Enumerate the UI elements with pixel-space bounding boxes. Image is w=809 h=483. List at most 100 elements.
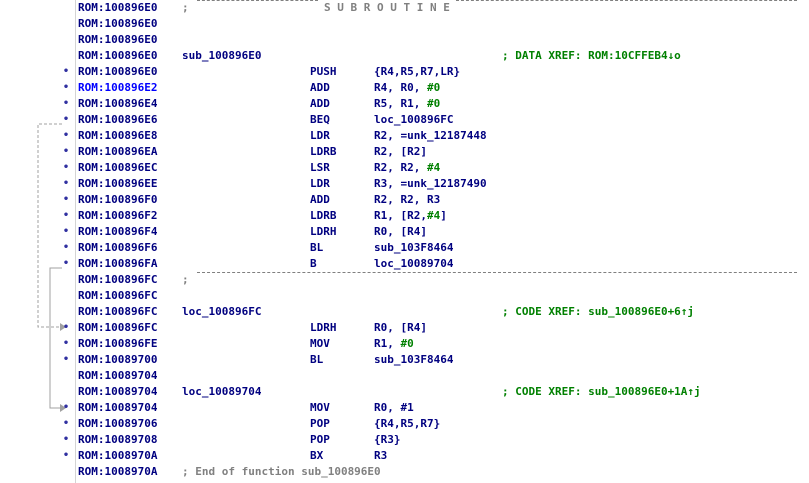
operands[interactable]: R3, =unk_12187490 xyxy=(374,176,487,192)
operands[interactable]: R2, R2, R3 xyxy=(374,192,440,208)
mnemonic[interactable]: BL xyxy=(310,241,324,254)
address[interactable]: ROM:100896E8 xyxy=(78,129,158,142)
address[interactable]: ROM:1008970A xyxy=(78,449,158,462)
address[interactable]: ROM:100896FA xyxy=(78,257,158,270)
operands[interactable]: {R4,R5,R7,LR} xyxy=(374,64,460,80)
listing-line[interactable]: ROM:100896E0 sub_100896E0 ; DATA XREF: ROM… xyxy=(78,48,809,64)
mnemonic[interactable]: MOV xyxy=(310,401,330,414)
operands[interactable]: loc_10089704 xyxy=(374,256,453,272)
listing-line[interactable]: ROM:1008970A; End of function sub_100896… xyxy=(78,464,809,480)
listing-line[interactable]: ROM:100896FC; xyxy=(78,272,809,288)
operands[interactable]: R0, [R4] xyxy=(374,224,427,240)
listing-line[interactable]: ROM:10089704 xyxy=(78,368,809,384)
operands[interactable]: R0, [R4] xyxy=(374,320,427,336)
mnemonic[interactable]: POP xyxy=(310,417,330,430)
operands[interactable]: R4, R0, #0 xyxy=(374,80,440,96)
address[interactable]: ROM:100896F0 xyxy=(78,193,158,206)
address[interactable]: ROM:100896E0 xyxy=(78,49,158,62)
address[interactable]: ROM:100896E0 xyxy=(78,17,158,30)
mnemonic[interactable]: ADD xyxy=(310,81,330,94)
mnemonic[interactable]: LDRB xyxy=(310,209,337,222)
code-label[interactable]: loc_100896FC xyxy=(182,305,262,318)
mnemonic[interactable]: LDRB xyxy=(310,145,337,158)
address[interactable]: ROM:100896E0 xyxy=(78,1,158,14)
operands[interactable]: {R3} xyxy=(374,432,401,448)
address[interactable]: ROM:10089704 xyxy=(78,369,158,382)
address[interactable]: ROM:100896FC xyxy=(78,305,158,318)
mnemonic[interactable]: LDR xyxy=(310,129,330,142)
code-label[interactable]: loc_10089704 xyxy=(182,385,262,398)
operands[interactable]: {R4,R5,R7} xyxy=(374,416,440,432)
xref-comment[interactable]: ; DATA XREF: ROM:10CFFEB4↓o xyxy=(502,49,681,62)
operands[interactable]: sub_103F8464 xyxy=(374,352,453,368)
listing-line[interactable]: ROM:100896E0 xyxy=(78,32,809,48)
operands[interactable]: R1, [R2,#4] xyxy=(374,208,447,224)
address[interactable]: ROM:100896FC xyxy=(78,273,158,286)
operands[interactable]: R5, R1, #0 xyxy=(374,96,440,112)
operands[interactable]: sub_103F8464 xyxy=(374,240,453,256)
mnemonic[interactable]: LSR xyxy=(310,161,330,174)
address[interactable]: ROM:100896E2 xyxy=(78,81,158,94)
address[interactable]: ROM:1008970A xyxy=(78,465,158,478)
mnemonic[interactable]: BL xyxy=(310,353,324,366)
operands[interactable]: R1, #0 xyxy=(374,336,414,352)
address[interactable]: ROM:100896F6 xyxy=(78,241,158,254)
address[interactable]: ROM:100896FC xyxy=(78,321,158,334)
address[interactable]: ROM:10089704 xyxy=(78,401,158,414)
listing-line[interactable]: ROM:100896FC xyxy=(78,288,809,304)
operands[interactable]: loc_100896FC xyxy=(374,112,453,128)
address[interactable]: ROM:100896EE xyxy=(78,177,158,190)
listing-line[interactable]: ROM:100896E0; S U B R O U T I N E xyxy=(78,0,809,16)
address[interactable]: ROM:100896FE xyxy=(78,337,158,350)
address[interactable]: ROM:100896EC xyxy=(78,161,158,174)
mnemonic[interactable]: POP xyxy=(310,433,330,446)
operands[interactable]: R3 xyxy=(374,448,387,464)
listing-line[interactable]: ROM:100896E0 xyxy=(78,16,809,32)
mnemonic[interactable]: PUSH xyxy=(310,65,337,78)
address[interactable]: ROM:100896FC xyxy=(78,289,158,302)
address[interactable]: ROM:100896E4 xyxy=(78,97,158,110)
address[interactable]: ROM:100896F2 xyxy=(78,209,158,222)
code-label[interactable]: sub_100896E0 xyxy=(182,49,262,62)
address[interactable]: ROM:10089700 xyxy=(78,353,158,366)
xref-comment[interactable]: ; CODE XREF: sub_100896E0+6↑j xyxy=(502,305,695,318)
mnemonic[interactable]: ADD xyxy=(310,193,330,206)
mnemonic[interactable]: BX xyxy=(310,449,324,462)
address[interactable]: ROM:10089706 xyxy=(78,417,158,430)
mnemonic[interactable]: MOV xyxy=(310,337,330,350)
address[interactable]: ROM:100896E6 xyxy=(78,113,158,126)
mnemonic[interactable]: BEQ xyxy=(310,113,330,126)
address[interactable]: ROM:100896F4 xyxy=(78,225,158,238)
address[interactable]: ROM:10089704 xyxy=(78,385,158,398)
address[interactable]: ROM:100896EA xyxy=(78,145,158,158)
operands[interactable]: R2, =unk_12187448 xyxy=(374,128,487,144)
operands[interactable]: R2, [R2] xyxy=(374,144,427,160)
operands[interactable]: R2, R2, #4 xyxy=(374,160,440,176)
address[interactable]: ROM:100896E0 xyxy=(78,33,158,46)
mnemonic[interactable]: LDRH xyxy=(310,321,337,334)
mnemonic[interactable]: ADD xyxy=(310,97,330,110)
address[interactable]: ROM:10089708 xyxy=(78,433,158,446)
mnemonic[interactable]: LDR xyxy=(310,177,330,190)
mnemonic[interactable]: LDRH xyxy=(310,225,337,238)
